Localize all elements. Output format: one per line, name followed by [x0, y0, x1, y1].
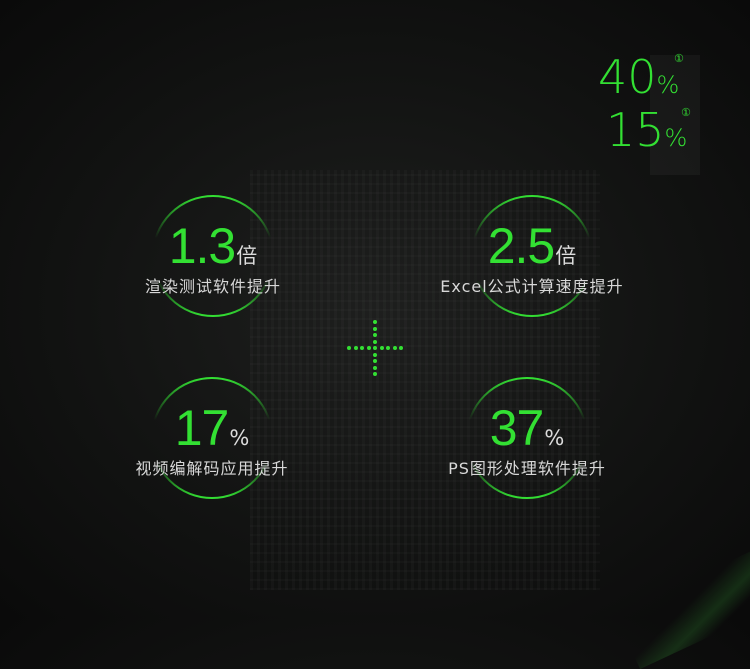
ring-decoration	[471, 195, 593, 317]
cross-dot	[373, 320, 377, 324]
cross-dot	[379, 346, 384, 350]
cross-dot	[347, 346, 351, 350]
stat-label: PS图形处理软件提升	[448, 459, 606, 478]
ring-decoration	[152, 195, 274, 317]
cross-dot	[373, 372, 377, 376]
cross-dot	[399, 346, 403, 350]
cross-dot	[366, 346, 371, 350]
stat-15-percent: 15%	[606, 107, 687, 153]
stat-value: 37	[489, 400, 545, 456]
stat-card-video: 17% 视频编解码应用提升	[135, 373, 288, 503]
stat-value: 15	[606, 103, 665, 157]
stat-value: 1.3	[168, 218, 237, 274]
stat-card-rendering: 1.3倍 渲染测试软件提升	[145, 191, 280, 321]
plus-cross-icon	[347, 320, 403, 376]
stat-unit: %	[229, 426, 250, 450]
ring-decoration	[466, 377, 588, 499]
stat-40-percent: 40%	[598, 54, 679, 100]
stat-unit: %	[544, 426, 565, 450]
cross-dot	[373, 326, 377, 331]
cross-dot	[360, 346, 364, 350]
stat-unit: 倍	[236, 244, 258, 268]
stat-label: 视频编解码应用提升	[135, 459, 289, 478]
cross-dot	[373, 339, 377, 344]
stat-label: 渲染测试软件提升	[144, 277, 281, 296]
cross-dot	[386, 346, 390, 350]
stat-unit: %	[664, 124, 688, 152]
stat-unit: %	[656, 71, 680, 99]
cross-dot	[392, 346, 397, 350]
footnote-marker: ①	[674, 52, 684, 65]
background-green-stripe	[614, 547, 750, 669]
stat-card-excel: 2.5倍 Excel公式计算速度提升	[440, 191, 623, 321]
stat-value: 40	[598, 50, 657, 104]
stat-label: Excel公式计算速度提升	[440, 277, 624, 296]
ring-decoration	[151, 377, 273, 499]
cross-dot	[373, 365, 377, 370]
cross-dot	[353, 346, 358, 350]
cross-dot	[373, 346, 377, 350]
footnote-marker: ①	[681, 106, 691, 119]
cross-dot	[373, 333, 377, 337]
background-panel	[650, 55, 700, 175]
stat-value: 17	[174, 400, 230, 456]
cross-dot	[373, 359, 377, 363]
cross-dot	[373, 352, 377, 357]
stat-value: 2.5	[487, 218, 556, 274]
stat-card-photoshop: 37% PS图形处理软件提升	[448, 373, 605, 503]
stat-unit: 倍	[555, 244, 577, 268]
